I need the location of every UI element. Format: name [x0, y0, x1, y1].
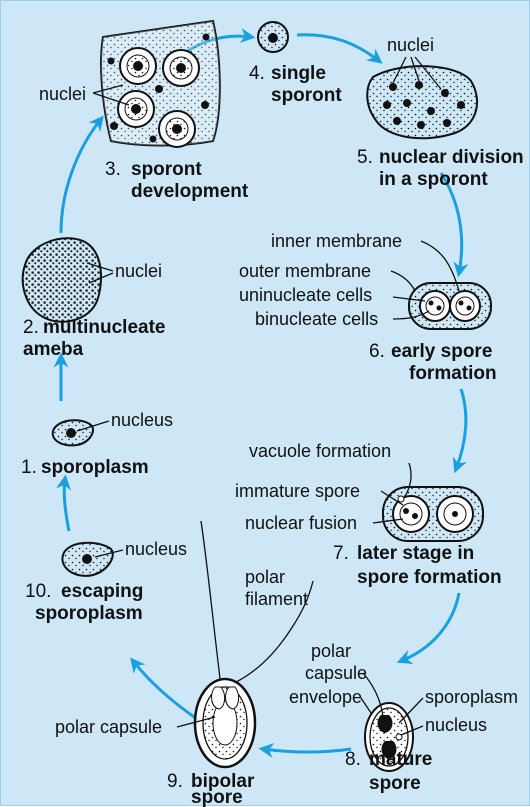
- stage-2-title-line2: ameba: [23, 339, 84, 360]
- label-vacuole-formation: vacuole formation: [249, 441, 391, 461]
- arrow-8-to-9: [263, 749, 351, 752]
- stage-3-illustration: [101, 21, 220, 147]
- stage-9-number: 9.: [167, 771, 183, 792]
- arrow-4-to-5: [297, 35, 379, 61]
- arrow-10-to-1: [64, 479, 69, 531]
- stage-1-title-line1: sporoplasm: [41, 457, 149, 478]
- label-nucleus-10: nucleus: [125, 539, 187, 559]
- stage-6-illustration: [409, 283, 491, 329]
- stage-3-title-line2: development: [131, 181, 249, 202]
- label-inner-membrane: inner membrane: [271, 231, 402, 251]
- label-uninucleate-cells: uninucleate cells: [239, 285, 372, 305]
- stage-9-illustration: [195, 521, 313, 767]
- label-nuclear-fusion: nuclear fusion: [245, 513, 357, 533]
- stage-4-number: 4.: [249, 63, 265, 84]
- stage-8-title-line2: spore: [369, 773, 421, 794]
- label-immature-spore: immature spore: [235, 481, 360, 501]
- stage-10-title-line1: escaping: [61, 581, 143, 602]
- stage-5-number: 5.: [357, 147, 373, 168]
- stage-7-title-line1: later stage in: [357, 543, 474, 564]
- stage-6-title-line1: early spore: [391, 341, 492, 362]
- stage-1-number: 1.: [21, 457, 37, 478]
- stage-8-title-line1: mature: [369, 749, 432, 770]
- stage-5-title-line1: nuclear division: [379, 147, 524, 168]
- arrow-7-to-8: [401, 593, 459, 661]
- stage-10-number: 10.: [25, 581, 51, 602]
- label-polar-capsule-8-line2: capsule: [305, 663, 367, 683]
- stage-9-title-line2: spore: [191, 787, 243, 807]
- stage-5-title-line2: in a sporont: [379, 169, 488, 190]
- stage-4-illustration: [258, 22, 288, 52]
- stage-7-illustration: [383, 487, 483, 541]
- label-nuclei-5: nuclei: [387, 35, 434, 55]
- label-polar-filament-line2: filament: [245, 589, 308, 609]
- label-envelope: envelope: [289, 687, 362, 707]
- stage-10-illustration: [62, 543, 112, 576]
- stage-5-illustration: [367, 66, 477, 138]
- stage-10-title-line2: sporoplasm: [35, 603, 143, 624]
- stage-8-number: 8.: [345, 749, 361, 770]
- label-binucleate-cells: binucleate cells: [255, 309, 378, 329]
- label-outer-membrane: outer membrane: [239, 261, 371, 281]
- label-polar-capsule-9: polar capsule: [55, 717, 162, 737]
- stage-4-title-line1: single: [271, 63, 326, 84]
- stage-7-number: 7.: [333, 543, 349, 564]
- stage-6-title-line2: formation: [409, 363, 497, 384]
- label-nuclei-3: nuclei: [39, 84, 86, 104]
- label-nucleus-8: nucleus: [425, 715, 487, 735]
- stage-6-number: 6.: [369, 341, 385, 362]
- stage-2-number: 2.: [23, 317, 39, 338]
- stage-2-title-line1: multinucleate: [43, 317, 165, 338]
- stage-2-illustration: [23, 238, 101, 321]
- stage-3-title-line1: sporont: [131, 159, 202, 180]
- arrow-9-to-10: [133, 661, 197, 719]
- stage-1-illustration: [53, 420, 93, 445]
- label-polar-filament-line1: polar: [245, 567, 285, 587]
- stage-4-title-line2: sporont: [271, 85, 342, 106]
- label-sporoplasm-8: sporoplasm: [425, 687, 518, 707]
- label-polar-capsule-8-line1: polar: [311, 641, 351, 661]
- arrow-6-to-7: [456, 389, 466, 469]
- stage-7-title-line2: spore formation: [357, 567, 502, 588]
- stage-3-number: 3.: [105, 159, 121, 180]
- arrow-2-to-3: [61, 119, 101, 233]
- label-nuclei-2: nuclei: [115, 261, 162, 281]
- label-nucleus-1: nucleus: [111, 410, 173, 430]
